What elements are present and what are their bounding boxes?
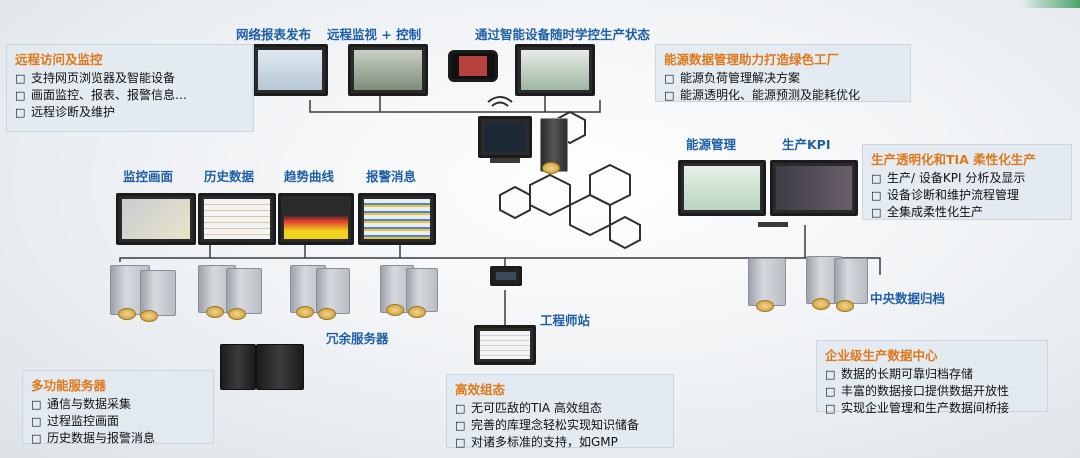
disk-3b	[318, 308, 336, 320]
box-efficient-config: 高效组态 无可匹敌的TIA 高效组态 完善的库理念轻松实现知识储备 对诸多标准的…	[446, 374, 674, 451]
label-monitor-screen: 监控画面	[123, 169, 174, 184]
hardware-module-1	[220, 344, 256, 390]
engineer-station-display	[474, 325, 536, 365]
box-enterprise-center: 企业级生产数据中心 数据的长期可靠归档存储 丰富的数据接口提供数据开放性 实现企…	[816, 340, 1048, 415]
box-item: 完善的库理念轻松实现知识储备	[455, 417, 665, 434]
label-history-data: 历史数据	[204, 169, 255, 184]
box-item: 丰富的数据接口提供数据开放性	[825, 383, 1039, 400]
archive-disk-3	[836, 300, 854, 312]
box-item: 全集成柔性化生产	[871, 204, 1063, 221]
disk-2a	[206, 306, 224, 318]
box-item: 通信与数据采集	[31, 396, 205, 413]
box-item: 生产/ 设备KPI 分析及显示	[871, 170, 1063, 187]
hardware-module-2	[256, 344, 304, 390]
box-item: 实现企业管理和生产数据间桥接	[825, 400, 1039, 417]
remote-monitor-screen	[348, 44, 428, 96]
server-3b	[316, 268, 350, 314]
box-title: 能源数据管理助力打造绿色工厂	[664, 52, 840, 67]
label-production-kpi: 生产KPI	[782, 137, 831, 152]
box-item: 历史数据与报警消息	[31, 430, 205, 447]
box-title: 远程访问及监控	[15, 52, 103, 67]
web-report-monitor	[252, 44, 328, 96]
label-alarm-msg: 报警消息	[366, 169, 417, 184]
box-title: 多功能服务器	[31, 378, 107, 393]
tablet-device	[515, 44, 595, 96]
box-remote-access: 远程访问及监控 支持网页浏览器及智能设备 画面监控、报表、报警信息… 远程诊断及…	[6, 44, 254, 132]
archive-server-3	[834, 258, 868, 304]
box-multi-server: 多功能服务器 通信与数据采集 过程监控画面 历史数据与报警消息	[22, 370, 214, 447]
disk-4b	[408, 306, 426, 318]
server-2b	[226, 268, 262, 314]
disk-3a	[296, 306, 314, 318]
server-4b	[406, 268, 438, 312]
box-item: 过程监控画面	[31, 413, 205, 430]
archive-server-1	[748, 258, 786, 306]
box-transparency: 生产透明化和TIA 柔性化生产 生产/ 设备KPI 分析及显示 设备诊断和维护流…	[862, 144, 1072, 220]
box-item: 能源透明化、能源预测及能耗优化	[664, 87, 902, 104]
box-item: 支持网页浏览器及智能设备	[15, 70, 245, 87]
label-central-archive: 中央数据归档	[870, 291, 946, 306]
disk-4a	[386, 304, 404, 316]
box-item: 画面监控、报表、报警信息…	[15, 87, 245, 104]
box-item: 对诸多标准的支持，如GMP	[455, 434, 665, 451]
disk-1a	[118, 308, 136, 320]
archive-disk-2	[812, 298, 830, 310]
trend-curve-display	[278, 193, 354, 245]
box-item: 设备诊断和维护流程管理	[871, 187, 1063, 204]
box-item: 远程诊断及维护	[15, 104, 245, 121]
label-trend-curve: 趋势曲线	[284, 169, 335, 184]
box-title: 企业级生产数据中心	[825, 348, 938, 363]
smartphone-device	[448, 50, 498, 82]
box-item: 数据的长期可靠归档存储	[825, 366, 1039, 383]
production-kpi-display	[770, 160, 858, 216]
label-remote-monitor: 远程监视 + 控制	[327, 27, 422, 42]
box-item: 能源负荷管理解决方案	[664, 70, 902, 87]
central-pc-monitor	[478, 116, 532, 158]
label-smart-device: 通过智能设备随时学控生产状态	[475, 27, 651, 42]
label-energy-mgmt: 能源管理	[686, 137, 737, 152]
history-data-display	[198, 193, 276, 245]
monitor-screen-display	[116, 193, 196, 245]
disk-1b	[140, 310, 158, 322]
box-item: 无可匹敌的TIA 高效组态	[455, 400, 665, 417]
box-title: 高效组态	[455, 382, 506, 397]
server-1b	[140, 270, 176, 316]
alarm-msg-display	[358, 193, 436, 245]
central-pc-stand	[490, 158, 520, 163]
energy-mgmt-display	[678, 160, 766, 216]
label-redundant-server: 冗余服务器	[326, 331, 389, 346]
box-title: 生产透明化和TIA 柔性化生产	[871, 152, 1036, 167]
label-engineer-station: 工程师站	[540, 313, 591, 328]
engineer-laptop	[490, 266, 522, 286]
archive-disk-1	[756, 300, 774, 312]
disk-2b	[228, 308, 246, 320]
central-disk	[542, 162, 560, 174]
corner-decoration	[1020, 0, 1080, 8]
label-web-report: 网络报表发布	[236, 27, 312, 42]
box-energy: 能源数据管理助力打造绿色工厂 能源负荷管理解决方案 能源透明化、能源预测及能耗优…	[655, 44, 911, 102]
kpi-stand	[758, 222, 788, 227]
